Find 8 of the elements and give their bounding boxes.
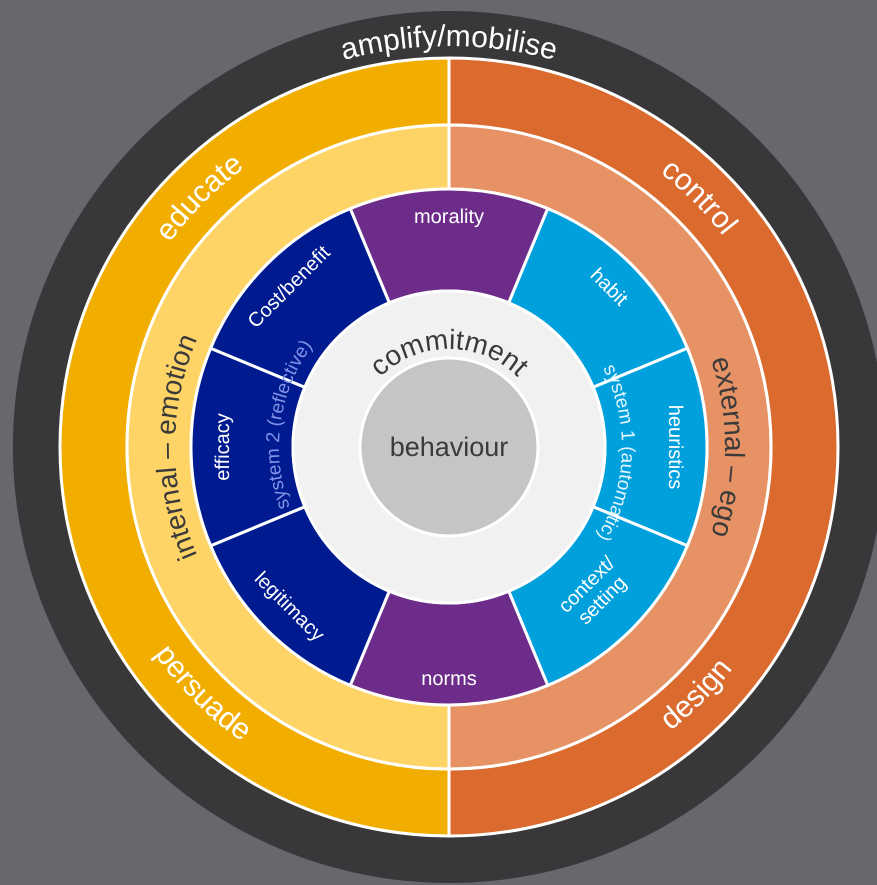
outer-ring bbox=[14, 11, 877, 883]
segment-label: norms bbox=[421, 668, 477, 690]
segment-label: morality bbox=[414, 206, 484, 228]
ring-label: amplify/mobilise bbox=[337, 20, 561, 67]
ring-segment bbox=[348, 590, 550, 706]
segment-label: heuristics bbox=[664, 404, 686, 490]
center-label: behaviour bbox=[390, 432, 508, 462]
segment-label: efficacy bbox=[212, 413, 234, 481]
